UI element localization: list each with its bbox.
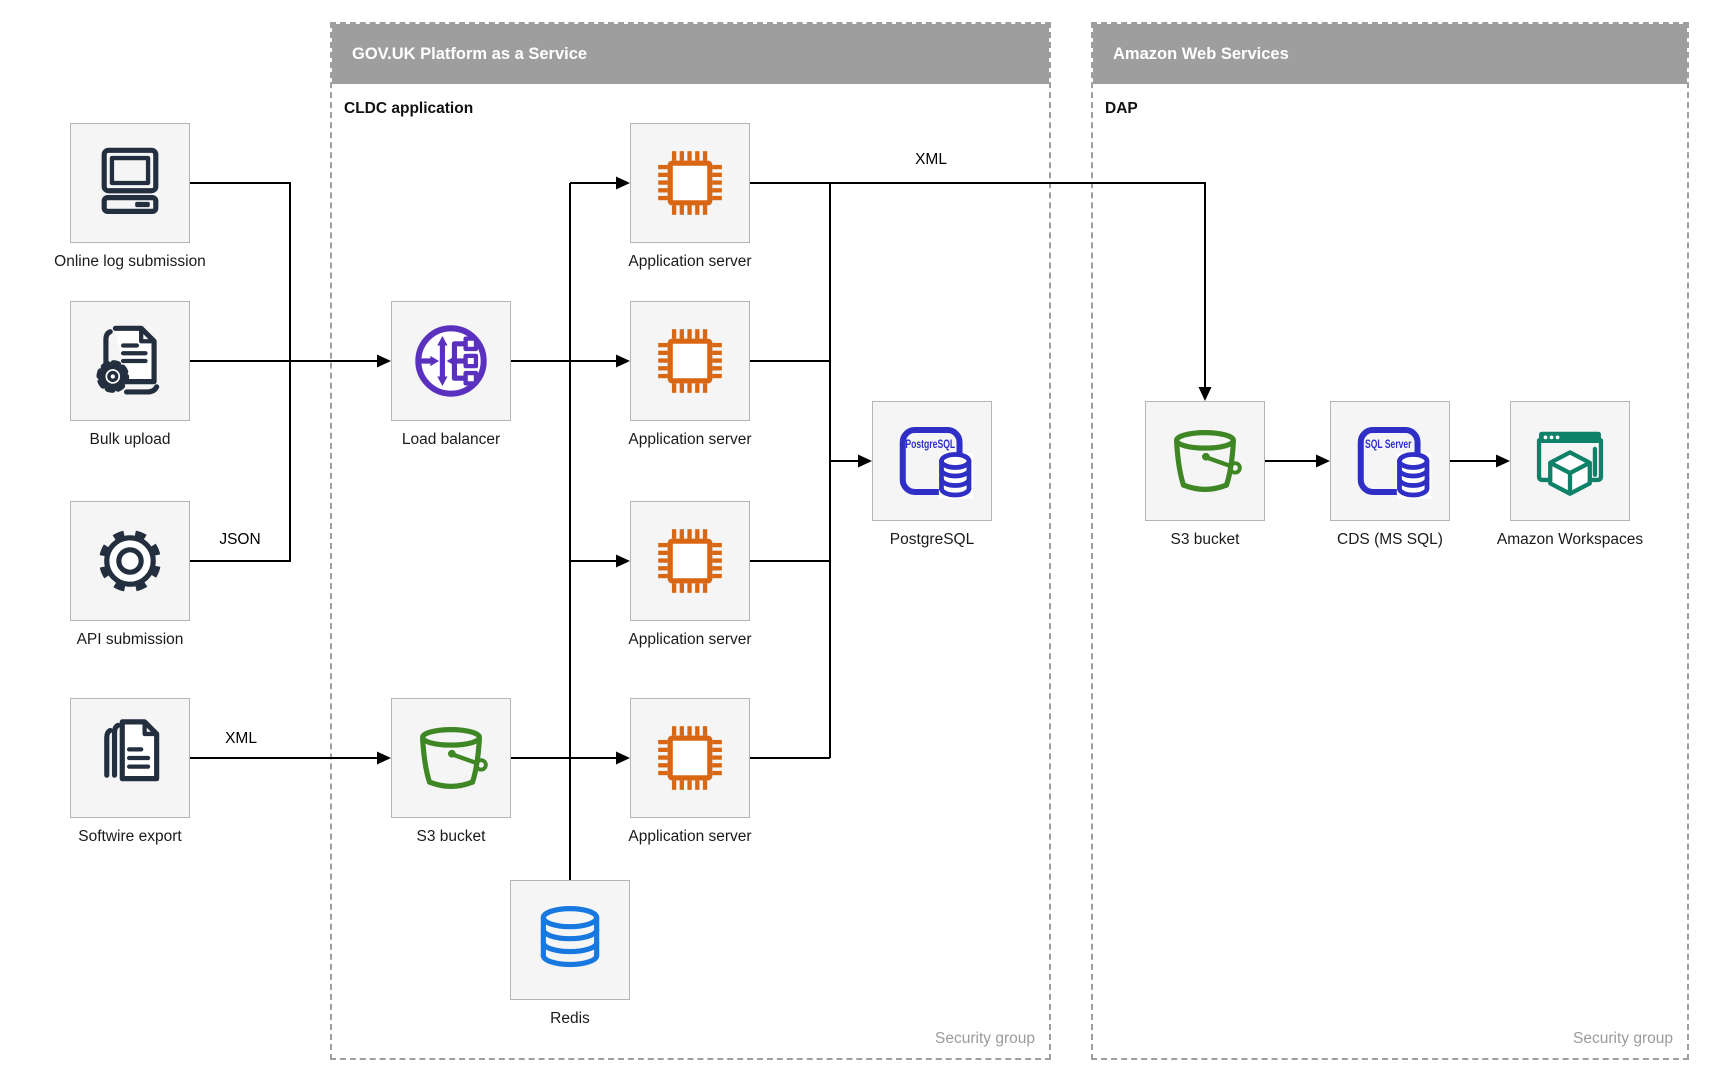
node-softwire-export — [70, 698, 190, 818]
node-application-server-1 — [630, 123, 750, 243]
postgresql-icon-text: PostgreSQL — [905, 438, 955, 451]
arrowhead-into-postgresql — [858, 454, 872, 468]
container-aws-title: Amazon Web Services — [1093, 24, 1687, 84]
container-govuk-paas-sublabel: CLDC application — [344, 100, 474, 117]
container-govuk-paas: GOV.UK Platform as a Service CLDC applic… — [330, 22, 1051, 1060]
node-label: S3 bucket — [1170, 531, 1240, 548]
document-stack-icon — [104, 719, 160, 782]
node-s3-bucket-paas — [391, 698, 511, 818]
s3-bucket-icon — [1174, 430, 1242, 492]
arrowhead-into-workspaces — [1496, 454, 1510, 468]
desktop-computer-icon — [101, 147, 159, 214]
node-label: Online log submission — [54, 253, 206, 270]
arrowhead-into-app1 — [616, 176, 630, 190]
container-govuk-paas-security-group-label: Security group — [935, 1030, 1035, 1047]
node-redis — [510, 880, 630, 1000]
node-application-server-4 — [630, 698, 750, 818]
redis-database-icon — [540, 906, 600, 968]
elastic-load-balancer-icon — [415, 325, 487, 397]
s3-bucket-icon — [420, 727, 488, 789]
cpu-chip-icon — [658, 529, 722, 593]
node-label: API submission — [76, 631, 184, 648]
node-application-server-3 — [630, 501, 750, 621]
postgresql-database-icon: PostgreSQL — [899, 427, 974, 499]
node-load-balancer — [391, 301, 511, 421]
arrowhead-into-cds — [1316, 454, 1330, 468]
node-label: Amazon Workspaces — [1496, 531, 1644, 548]
edge-online-log-merge — [190, 182, 291, 361]
edge-api-submission-merge — [190, 361, 291, 562]
sql-server-database-icon: SQL Server — [1357, 427, 1432, 499]
container-aws: Amazon Web Services DAP Security group — [1091, 22, 1689, 1060]
edge-label-xml-softwire: XML — [225, 730, 257, 747]
node-online-log-submission — [70, 123, 190, 243]
edge-label-json: JSON — [219, 531, 261, 548]
amazon-workspaces-icon — [1536, 431, 1604, 496]
node-label: Softwire export — [78, 828, 182, 845]
node-label: Application server — [628, 631, 752, 648]
node-label: Redis — [550, 1010, 590, 1027]
cpu-chip-icon — [658, 726, 722, 790]
gear-icon — [99, 530, 161, 592]
edge-app1-to-aws-s3-xml — [750, 182, 1206, 387]
edge-label-xml-to-aws: XML — [915, 151, 947, 168]
node-label: PostgreSQL — [889, 531, 975, 548]
arrowhead-into-s3-paas — [377, 751, 391, 765]
node-label: CDS (MS SQL) — [1337, 531, 1443, 548]
container-aws-security-group-label: Security group — [1573, 1030, 1673, 1047]
node-cds-ms-sql: SQL Server — [1330, 401, 1450, 521]
arrowhead-into-aws-s3 — [1198, 387, 1212, 401]
node-label: S3 bucket — [416, 828, 486, 845]
container-aws-sublabel: DAP — [1105, 100, 1138, 117]
cpu-chip-icon — [658, 329, 722, 393]
container-govuk-paas-title: GOV.UK Platform as a Service — [332, 24, 1049, 84]
node-label: Application server — [628, 253, 752, 270]
arrowhead-into-app3 — [616, 554, 630, 568]
node-label: Load balancer — [401, 431, 501, 448]
node-postgresql: PostgreSQL — [872, 401, 992, 521]
arrowhead-into-app2 — [616, 354, 630, 368]
node-amazon-workspaces — [1510, 401, 1630, 521]
cpu-chip-icon — [658, 151, 722, 215]
node-label: Application server — [628, 431, 752, 448]
document-gear-icon — [96, 325, 160, 395]
arrowhead-into-load-balancer — [377, 354, 391, 368]
arrowhead-into-app4 — [616, 751, 630, 765]
node-bulk-upload — [70, 301, 190, 421]
node-label: Application server — [628, 828, 752, 845]
node-api-submission — [70, 501, 190, 621]
node-s3-bucket-aws — [1145, 401, 1265, 521]
node-label: Bulk upload — [89, 431, 171, 448]
node-application-server-2 — [630, 301, 750, 421]
sql-server-icon-text: SQL Server — [1365, 438, 1412, 451]
